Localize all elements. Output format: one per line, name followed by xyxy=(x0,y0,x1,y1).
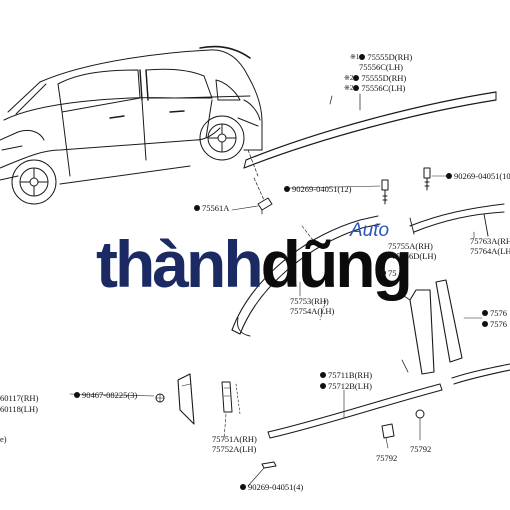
label-75711b-rh: 75711B(RH) xyxy=(320,370,372,380)
window-frame-molding-front xyxy=(231,215,381,337)
label-90269-12: 90269-04051(12) xyxy=(284,184,352,194)
front-wheel xyxy=(11,159,57,205)
label-75792-a: 75792 xyxy=(376,453,398,463)
corner-cover xyxy=(177,373,195,425)
label-note: e) xyxy=(0,434,7,444)
belt-molding-front xyxy=(267,383,443,439)
label-75751a-rh: 75751A(RH) xyxy=(212,434,257,444)
watermark-logo: thànhdũng xyxy=(96,227,413,301)
screw-90269-4 xyxy=(247,461,277,487)
label-75764a-lh: 75764A(LH xyxy=(470,246,510,256)
label-75556c-lh-1: 75556C(LH) xyxy=(359,62,403,72)
label-90467-08225: 90467-08225(3) xyxy=(74,390,137,400)
clip-75792-a xyxy=(381,423,395,449)
clip-75561a xyxy=(231,197,273,215)
label-90269-04051-4: 90269-04051(4) xyxy=(240,482,303,492)
label-60118-lh: 60118(LH) xyxy=(0,404,38,414)
screw-90269-12 xyxy=(289,179,389,205)
label-7576-a: 7576 xyxy=(482,308,507,318)
screw-90269-10 xyxy=(423,167,449,191)
car-illustration xyxy=(0,45,263,205)
watermark-sub: Auto xyxy=(350,220,390,241)
label-7576-b: 7576 xyxy=(482,319,507,329)
label-partial-75: 75 xyxy=(380,268,397,278)
label-75561a: 75561A xyxy=(194,203,229,213)
rear-wheel xyxy=(199,115,245,161)
roof-molding xyxy=(243,91,497,201)
label-75755a-rh: 75755A(RH) xyxy=(388,241,433,251)
label-75754a-lh: 75754A(LH) xyxy=(290,306,335,316)
label-75753-rh: 75753(RH) xyxy=(290,296,329,306)
rear-window xyxy=(145,68,213,99)
label-75756d-lh: 75756D(LH) xyxy=(392,251,437,261)
label-90269-10: 90269-04051(10 xyxy=(446,171,510,181)
watermark-word-2: dũng xyxy=(260,227,413,301)
watermark-word-1: thành xyxy=(96,227,264,301)
clip-75792-b xyxy=(415,409,425,441)
belt-molding-rear xyxy=(451,363,510,385)
label-75752a-lh: 75752A(LH) xyxy=(212,444,257,454)
pillar-garnish xyxy=(401,279,483,375)
label-75763a-rh: 75763A(RH xyxy=(470,236,510,246)
label-75712b-lh: 75712B(LH) xyxy=(320,381,372,391)
front-window xyxy=(57,69,141,113)
assembly-guides xyxy=(223,225,327,441)
window-frame-molding-rear xyxy=(409,203,505,239)
clip-90467 xyxy=(69,393,165,403)
label-75792-b: 75792 xyxy=(410,444,432,454)
label-60117-rh: 60117(RH) xyxy=(0,393,39,403)
garnish-75751a xyxy=(221,381,241,415)
